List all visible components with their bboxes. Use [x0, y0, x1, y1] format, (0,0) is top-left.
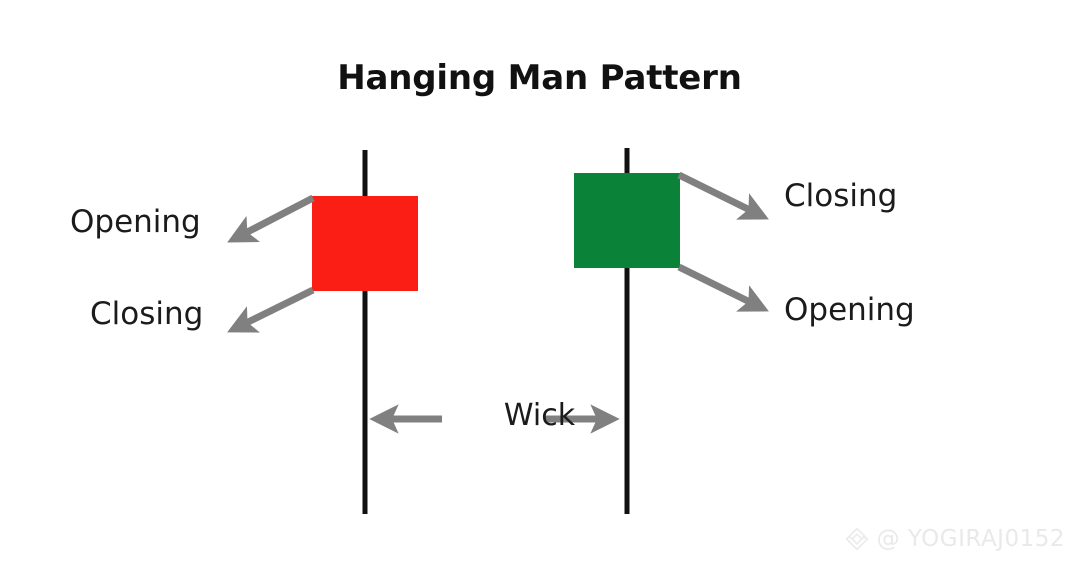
label-opening-right: Opening: [784, 292, 915, 328]
closing-left-arrow: [227, 286, 315, 333]
page-title: Hanging Man Pattern: [337, 58, 742, 98]
opening-left-arrow: [227, 194, 315, 243]
diamond-logo-icon: [844, 526, 870, 552]
bearish-candle: [312, 150, 418, 514]
opening-right-arrow: [677, 263, 769, 312]
label-opening-left: Opening: [70, 204, 201, 240]
bullish-candle: [574, 148, 680, 514]
watermark: @ YOGIRAJ0152: [844, 526, 1065, 552]
closing-right-arrow: [677, 171, 769, 220]
bearish-candle-body: [312, 196, 418, 291]
label-closing-right: Closing: [784, 178, 898, 214]
watermark-handle: @ YOGIRAJ0152: [876, 526, 1065, 552]
label-wick: Wick: [503, 398, 576, 433]
bullish-candle-body: [574, 173, 680, 268]
label-closing-left: Closing: [90, 296, 204, 332]
